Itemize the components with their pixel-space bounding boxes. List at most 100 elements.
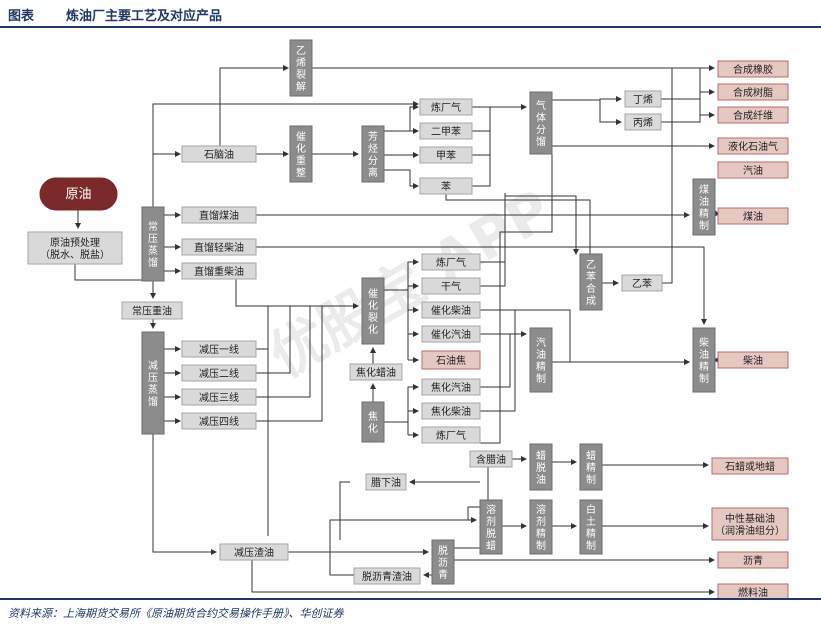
dry-gas-box: 干气 bbox=[421, 277, 481, 295]
product-lpg-shape bbox=[717, 137, 789, 155]
product-wax: 石蜡或地蜡 bbox=[711, 457, 789, 475]
sr-kero-box-shape bbox=[181, 206, 257, 224]
vac3-box-shape bbox=[181, 388, 257, 406]
flow-line bbox=[219, 65, 289, 154]
propylene-box-label: 丙烯 bbox=[633, 116, 653, 129]
cat-reform-unit-label: 催化重整 bbox=[296, 130, 306, 179]
pretreat-node: 原油预处理（脱水、脱盐） bbox=[27, 231, 123, 265]
slack-wax-box: 含腊油 bbox=[469, 450, 513, 468]
dewaxed-oil-box-label: 腊下油 bbox=[371, 476, 401, 489]
dewaxed-oil-box-shape bbox=[365, 473, 407, 491]
vac-residue-box: 减压渣油 bbox=[219, 543, 289, 561]
source-note: 资料来源：上海期货交易所《原油期货合约交易操作手册》、华创证券 bbox=[8, 607, 344, 620]
wax-ref-unit: 蜡精制 bbox=[579, 443, 603, 491]
ethylbenzene-box-shape bbox=[621, 274, 663, 292]
ethylene-crack-unit-shape bbox=[289, 39, 313, 97]
coker-diesel-box-label: 焦化柴油 bbox=[431, 405, 471, 418]
product-fuel-oil-label: 燃料油 bbox=[738, 586, 768, 598]
flow-line bbox=[472, 107, 491, 132]
solvent-dewax-unit-label: 溶剂脱蜡 bbox=[486, 503, 496, 552]
figure-footer: 资料来源：上海期货交易所《原油期货合约交易操作手册》、华创证券 bbox=[0, 598, 821, 626]
product-base-oil-label: 中性基础油（润滑油组分） bbox=[715, 512, 785, 537]
clay-ref-unit-shape bbox=[579, 499, 603, 555]
refinery-gas-1-shape bbox=[419, 98, 473, 116]
crude-node: 原油 bbox=[39, 177, 118, 211]
petroleum-coke-box: 石油焦 bbox=[421, 350, 481, 370]
flow-line bbox=[599, 100, 622, 125]
flow-line bbox=[152, 434, 217, 555]
flow-line bbox=[384, 104, 419, 132]
crude-node-shape bbox=[39, 177, 118, 211]
xylene-box-shape bbox=[419, 122, 473, 140]
ethylbenzene-box: 乙苯 bbox=[621, 274, 663, 292]
dry-gas-box-shape bbox=[421, 277, 481, 295]
flow-line bbox=[480, 334, 511, 388]
crude-node-label: 原油 bbox=[65, 187, 91, 202]
product-fuel-oil: 燃料油 bbox=[717, 583, 789, 598]
atm-dist-unit-shape bbox=[141, 206, 165, 282]
flow-line bbox=[152, 101, 419, 207]
petroleum-coke-box-shape bbox=[421, 350, 481, 370]
kero-ref-unit-shape bbox=[692, 178, 716, 236]
sr-kero-box-label: 直馏煤油 bbox=[199, 209, 239, 222]
refinery-gas-3: 炼厂气 bbox=[421, 426, 481, 444]
naphtha-box-shape bbox=[181, 145, 257, 163]
product-gasoline-label: 汽油 bbox=[743, 164, 763, 177]
figure-header: 图表 炼油厂主要工艺及对应产品 bbox=[0, 0, 821, 28]
wax-deoil-unit: 蜡脱油 bbox=[529, 443, 553, 491]
flow-line bbox=[329, 517, 477, 576]
product-rubber-label: 合成橡胶 bbox=[733, 63, 773, 76]
flow-line bbox=[662, 68, 673, 284]
product-lpg: 液化石油气 bbox=[717, 137, 789, 155]
flow-line bbox=[661, 112, 715, 123]
product-diesel: 柴油 bbox=[717, 351, 789, 369]
coking-unit-shape bbox=[361, 401, 385, 443]
deasphalt-unit-label: 脱沥青 bbox=[438, 544, 448, 581]
coker-gasoline-box-label: 焦化汽油 bbox=[431, 381, 471, 394]
dry-gas-box-label: 干气 bbox=[441, 280, 461, 293]
product-wax-shape bbox=[711, 457, 789, 475]
vac2-box-shape bbox=[181, 364, 257, 382]
vac-residue-box-label: 减压渣油 bbox=[234, 546, 274, 559]
refinery-gas-2-label: 炼厂气 bbox=[436, 256, 466, 269]
product-fuel-oil-shape bbox=[717, 583, 789, 598]
pretreat-node-shape bbox=[27, 231, 123, 265]
product-kerosene-label: 煤油 bbox=[743, 210, 763, 223]
xylene-box: 二甲苯 bbox=[419, 122, 473, 140]
flow-line bbox=[504, 193, 579, 255]
benzene-box-shape bbox=[419, 177, 473, 195]
flow-line bbox=[256, 246, 707, 325]
gasoline-ref-unit-shape bbox=[529, 327, 553, 393]
product-kerosene-shape bbox=[717, 207, 789, 225]
flow-lines bbox=[74, 65, 720, 595]
flow-line bbox=[235, 271, 359, 309]
atm-dist-unit: 常压蒸馏 bbox=[141, 206, 165, 282]
naphtha-box-label: 石脑油 bbox=[204, 148, 234, 161]
cat-diesel-box-shape bbox=[421, 301, 481, 319]
flow-line bbox=[552, 96, 622, 102]
flow-line bbox=[339, 481, 350, 540]
product-fiber-shape bbox=[717, 106, 789, 124]
vac-dist-unit: 减压蒸馏 bbox=[141, 331, 165, 435]
product-kerosene: 煤油 bbox=[717, 207, 789, 225]
cat-crack-unit-shape bbox=[361, 277, 385, 345]
gasoline-ref-unit-label: 汽油精制 bbox=[536, 336, 546, 385]
solvent-ref-unit: 溶剂精制 bbox=[529, 499, 553, 555]
flow-line bbox=[384, 169, 419, 189]
wax-ref-unit-shape bbox=[579, 443, 603, 491]
solvent-ref-unit-shape bbox=[529, 499, 553, 555]
vac-dist-unit-label: 减压蒸馏 bbox=[148, 360, 158, 408]
flow-line bbox=[256, 306, 323, 422]
product-base-oil: 中性基础油（润滑油组分） bbox=[711, 507, 789, 541]
butylene-box-shape bbox=[624, 90, 662, 108]
aromatics-sep-unit-shape bbox=[361, 125, 385, 183]
coker-gasoline-box: 焦化汽油 bbox=[421, 378, 481, 396]
product-rubber-shape bbox=[717, 60, 789, 78]
sr-heavy-diesel-box: 直馏重柴油 bbox=[181, 262, 257, 280]
petroleum-coke-box-label: 石油焦 bbox=[436, 354, 466, 367]
sr-kero-box: 直馏煤油 bbox=[181, 206, 257, 224]
clay-ref-unit-label: 白土精制 bbox=[586, 503, 596, 552]
refinery-gas-2: 炼厂气 bbox=[421, 253, 481, 271]
product-asphalt-shape bbox=[717, 551, 789, 569]
toluene-box-shape bbox=[419, 146, 473, 164]
